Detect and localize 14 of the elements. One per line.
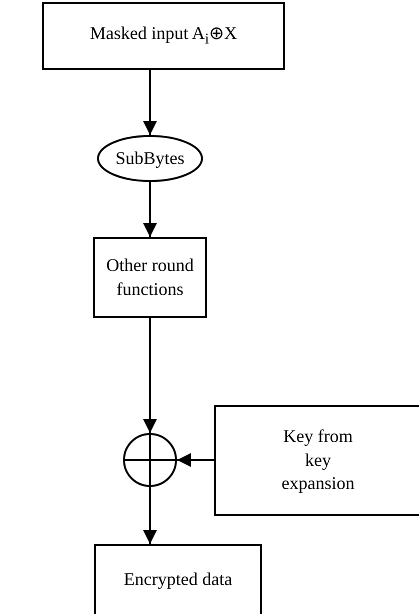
arrow [177,453,214,467]
label-text: SubBytes [115,146,184,170]
label-text: Encrypted data [124,568,232,592]
output-box [94,544,262,614]
label-text: Key from key expansion [280,425,356,496]
arrow [143,70,157,135]
arrow [143,318,157,433]
input-box [42,2,285,70]
label-text: Other round functions [105,254,195,300]
key-box [214,405,419,516]
arrow [143,182,157,237]
arrow [143,487,157,544]
label-text: Masked input A$_{i}$⊕X [90,22,238,50]
process-box [93,237,207,318]
